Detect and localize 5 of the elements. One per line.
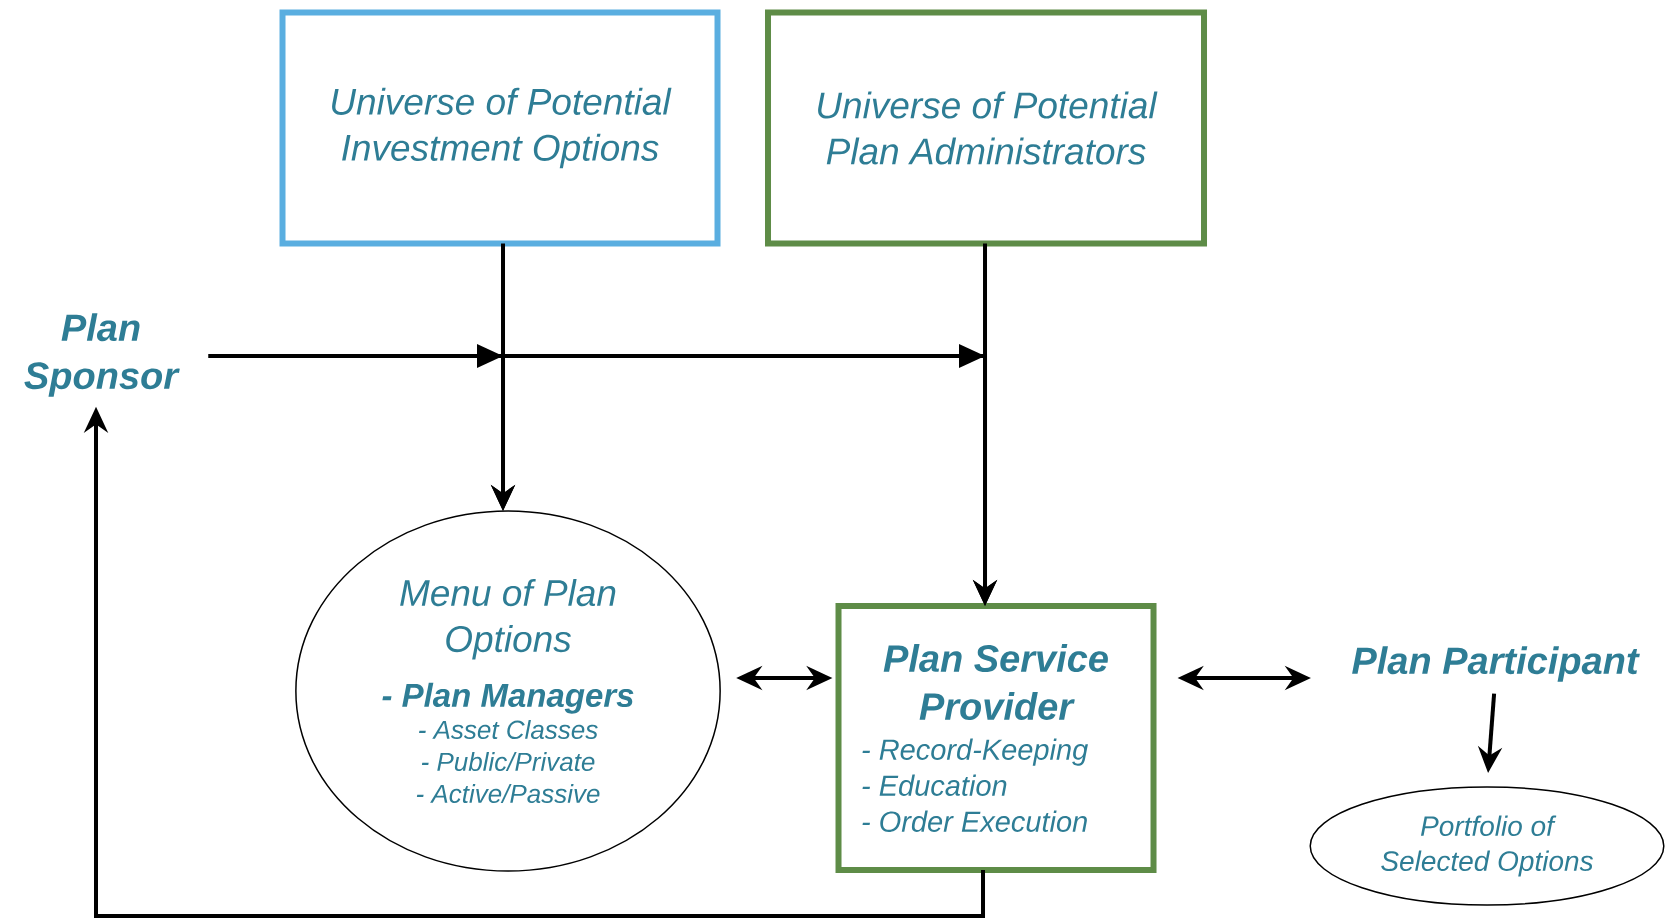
role-label: Plan Participant xyxy=(1352,646,1640,682)
role-label: Plan Sponsor xyxy=(24,313,180,397)
option-box: Universe of Potential Plan Administrators xyxy=(765,9,1207,247)
provider-box: Plan Service Provider - Record-Keeping - Education - Order Execution xyxy=(835,603,1157,873)
option-box: Universe of Potential Investment Options xyxy=(279,9,721,247)
